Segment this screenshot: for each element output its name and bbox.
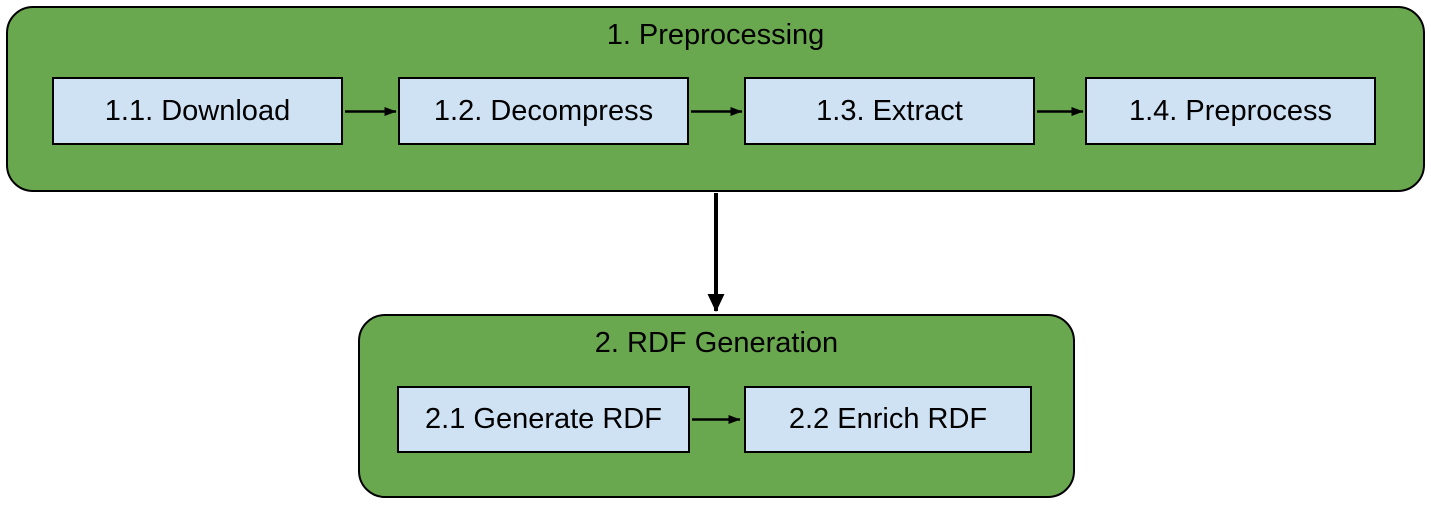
group-rdf-generation: 2. RDF Generation 2.1 Generate RDF 2.2 E… bbox=[358, 314, 1075, 498]
step-generate-rdf: 2.1 Generate RDF bbox=[397, 386, 690, 453]
step-download: 1.1. Download bbox=[52, 77, 343, 145]
step-enrich-rdf: 2.2 Enrich RDF bbox=[744, 386, 1032, 453]
group-rdf-generation-title: 2. RDF Generation bbox=[594, 327, 839, 359]
step-decompress: 1.2. Decompress bbox=[398, 77, 689, 145]
step-preprocess: 1.4. Preprocess bbox=[1085, 77, 1376, 145]
group-preprocessing-title: 1. Preprocessing bbox=[606, 19, 825, 51]
group-preprocessing: 1. Preprocessing 1.1. Download 1.2. Deco… bbox=[6, 6, 1425, 192]
step-extract: 1.3. Extract bbox=[744, 77, 1035, 145]
